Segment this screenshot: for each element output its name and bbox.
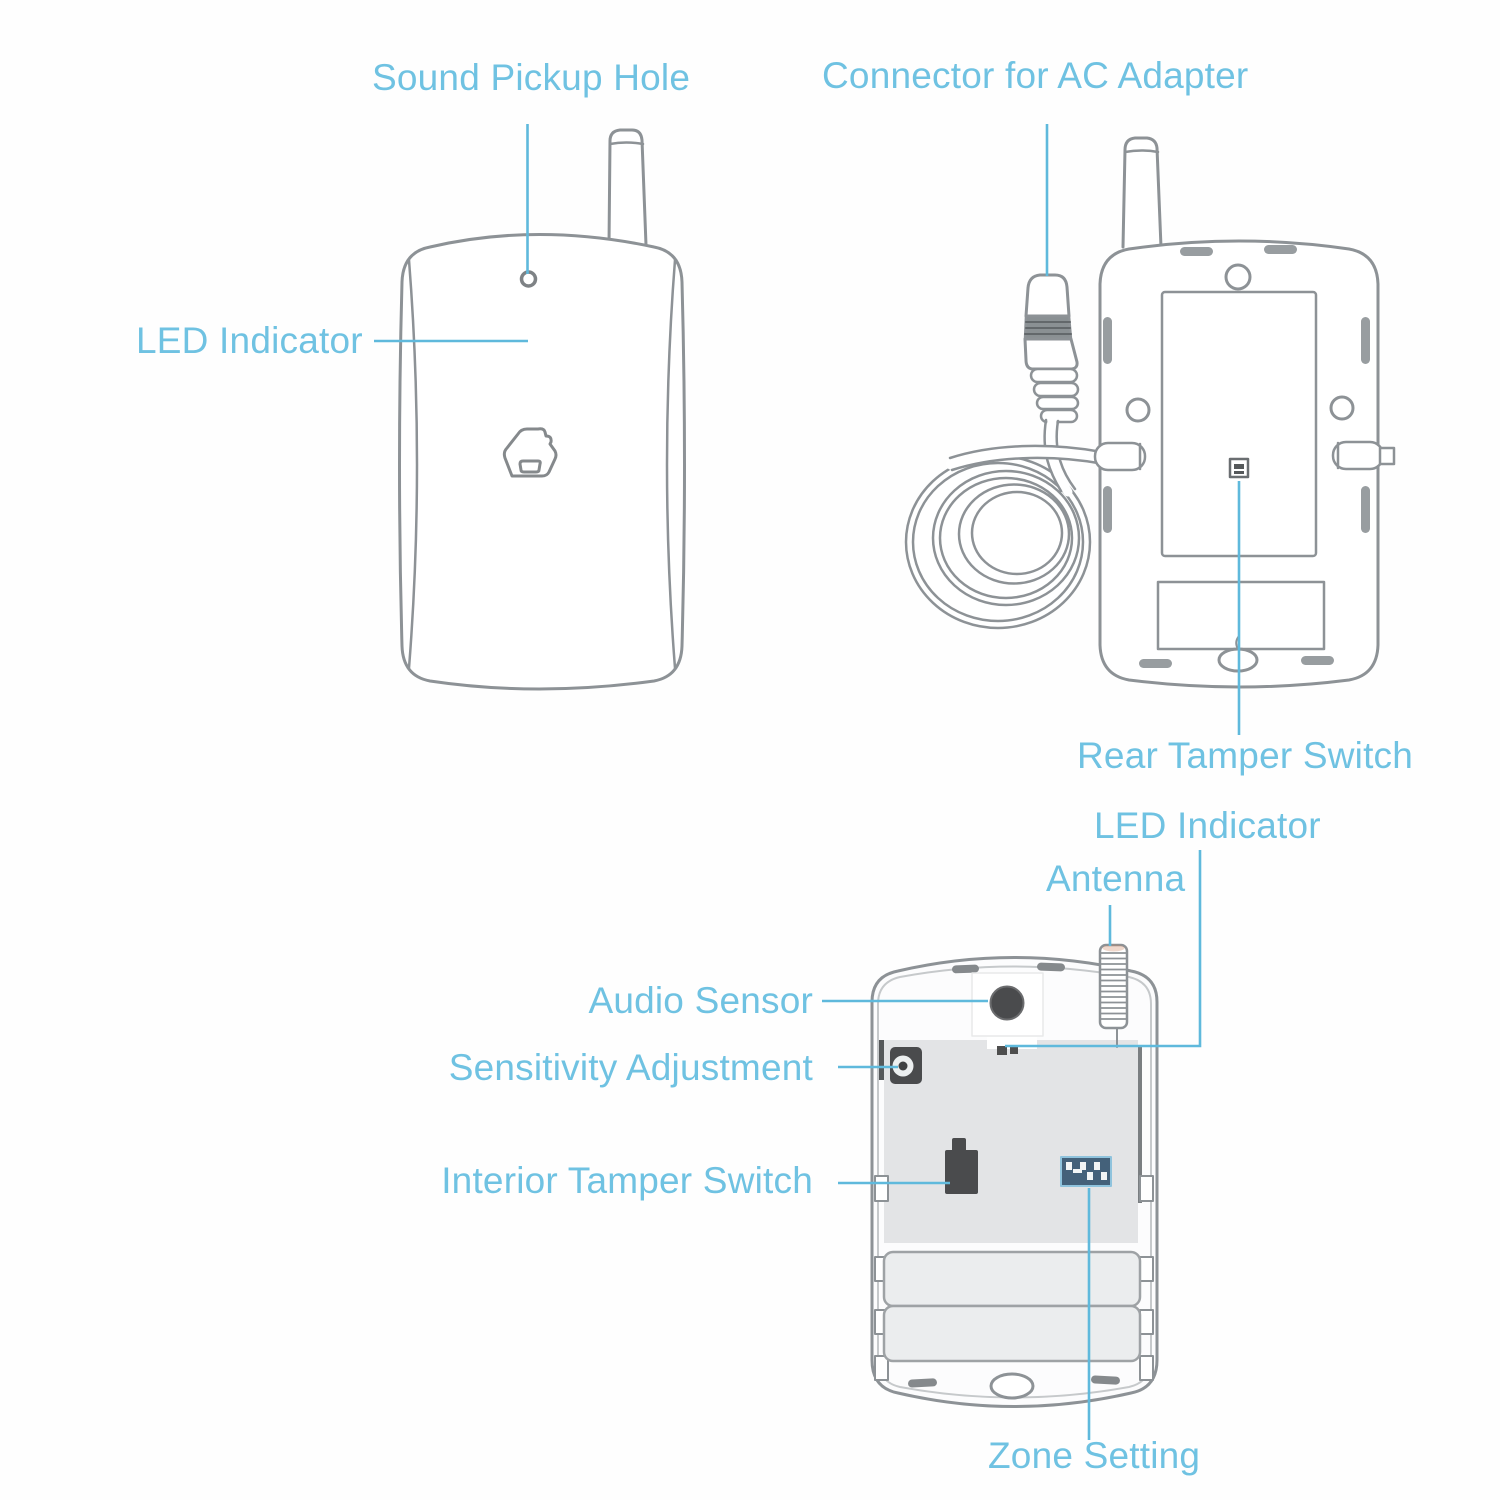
right-mounting-hook [1331,440,1385,471]
front-view [398,128,686,691]
front-antenna-cap-line [608,141,645,146]
led-part-b [1010,1047,1018,1054]
interior-bottom-vents [908,1375,1120,1388]
brand-logo-icon [502,427,558,478]
label-sound-pickup-hole: Sound Pickup Hole [372,57,691,98]
plug-tip [1024,273,1071,318]
interior-side-clips [874,1175,1154,1381]
label-antenna: Antenna [1046,858,1186,899]
plug-strain-relief [1029,367,1080,424]
interior-top-vents [952,962,1065,974]
interior-view [870,943,1159,1408]
mounting-hooks [1093,440,1396,472]
led-part-a [997,1046,1007,1055]
leader-lines [374,124,1241,1440]
label-sensitivity-adjustment: Sensitivity Adjustment [448,1047,813,1088]
front-antenna [607,128,648,247]
sensitivity-adjustment-part [890,1047,922,1084]
label-connector-ac-adapter: Connector for AC Adapter [822,55,1249,96]
audio-sensor-part [989,985,1025,1021]
back-vent-slots [1103,245,1370,668]
label-interior-tamper-switch: Interior Tamper Switch [441,1160,813,1201]
pcb-left-edge [879,1040,884,1080]
label-audio-sensor: Audio Sensor [588,980,813,1021]
label-led-indicator-front: LED Indicator [136,320,363,361]
label-zone-setting: Zone Setting [988,1435,1201,1476]
back-view [904,136,1396,689]
back-antenna-cap-line [1123,149,1160,154]
ac-adapter-plug [1023,273,1080,424]
ac-adapter-coiled-cable [904,416,1106,630]
front-body-outline [398,233,686,691]
back-antenna [1121,136,1163,249]
pcb-board [884,1040,1138,1243]
back-right-screw-hole [1329,395,1355,421]
back-top-screw-hole [1224,263,1252,291]
left-mounting-hook [1093,441,1147,472]
interior-antenna-coil [1098,943,1129,1048]
sound-pickup-hole [519,270,538,288]
label-rear-tamper-switch: Rear Tamper Switch [1077,735,1414,776]
zone-setting-dip-switch [1060,1156,1112,1187]
leader-led-indicator-interior [1005,850,1202,1048]
front-right-curve-line [665,258,677,670]
rear-tamper-switch-part [1228,457,1250,479]
interior-tamper-switch-part [945,1138,978,1194]
back-left-screw-hole [1125,397,1151,423]
battery-compartment [882,1250,1142,1363]
label-led-indicator-interior: LED Indicator [1094,805,1321,846]
pcb-right-edge [1138,1045,1142,1203]
plug-cone [1023,337,1079,371]
interior-bottom-oval [989,1372,1035,1400]
front-left-curve-line [407,258,419,670]
